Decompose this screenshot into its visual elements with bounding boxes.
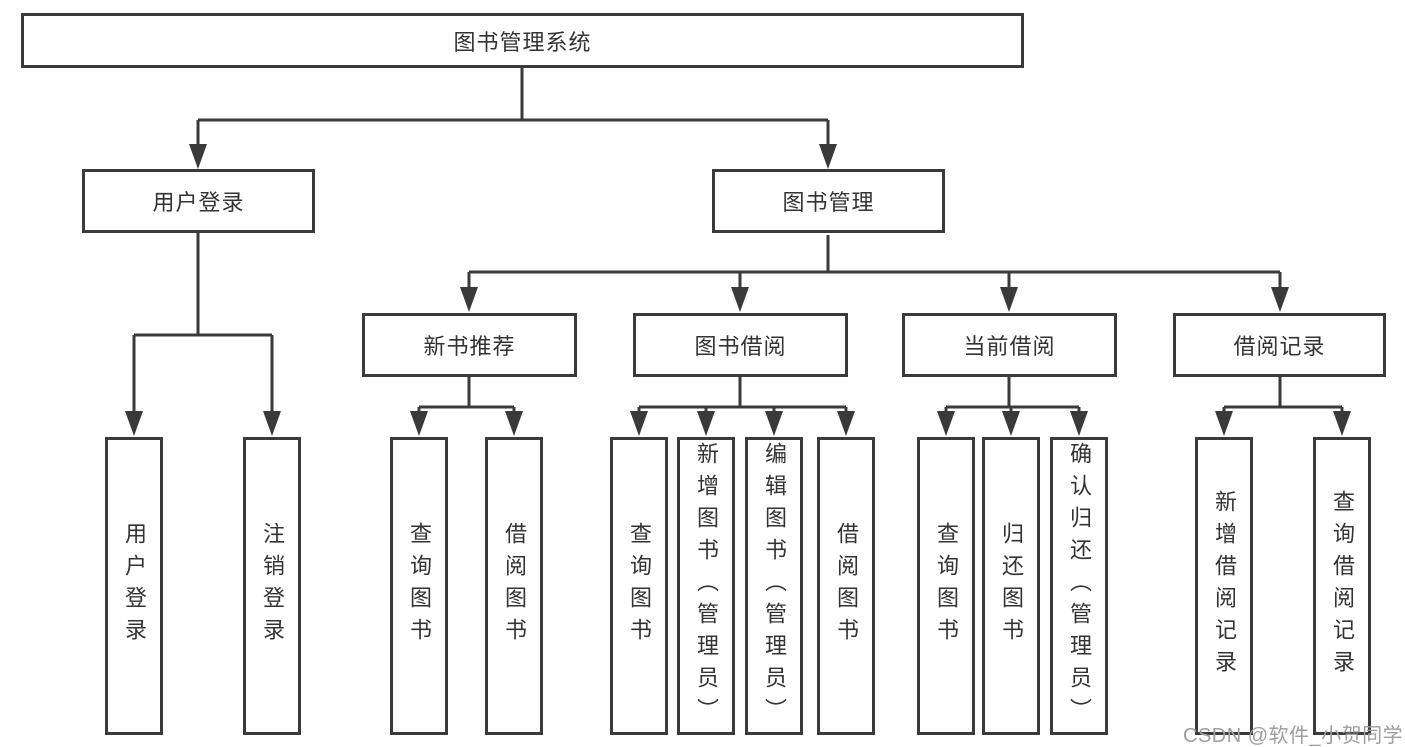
- node-new-book-recommendation: 新书推荐: [362, 313, 577, 377]
- node-user-login: 用户登录: [82, 169, 315, 233]
- leaf-logout: 注销登录: [243, 437, 301, 735]
- node-library-system: 图书管理系统: [21, 13, 1024, 68]
- leaf-borrow-books: 借阅图书: [817, 437, 875, 735]
- leaf-query-books-recommend: 查询图书: [390, 437, 448, 735]
- leaf-add-books-admin: 新增图书（管理员）: [677, 437, 735, 735]
- node-book-management: 图书管理: [712, 169, 945, 233]
- node-current-borrowing: 当前借阅: [902, 313, 1117, 377]
- leaf-user-login: 用户登录: [105, 437, 163, 735]
- leaf-borrow-books-recommend: 借阅图书: [485, 437, 543, 735]
- leaf-query-books-borrowing: 查询图书: [610, 437, 668, 735]
- leaf-query-books-current: 查询图书: [917, 437, 975, 735]
- node-borrowing-records: 借阅记录: [1173, 313, 1386, 377]
- leaf-query-borrow-record: 查询借阅记录: [1313, 437, 1371, 735]
- leaf-add-borrow-record: 新增借阅记录: [1195, 437, 1253, 735]
- leaf-confirm-return-admin: 确认归还（管理员）: [1050, 437, 1108, 735]
- csdn-watermark: CSDN @软件_小贺同学: [1183, 725, 1404, 747]
- node-book-borrowing: 图书借阅: [633, 313, 848, 377]
- leaf-return-books: 归还图书: [982, 437, 1040, 735]
- leaf-edit-books-admin: 编辑图书（管理员）: [745, 437, 803, 735]
